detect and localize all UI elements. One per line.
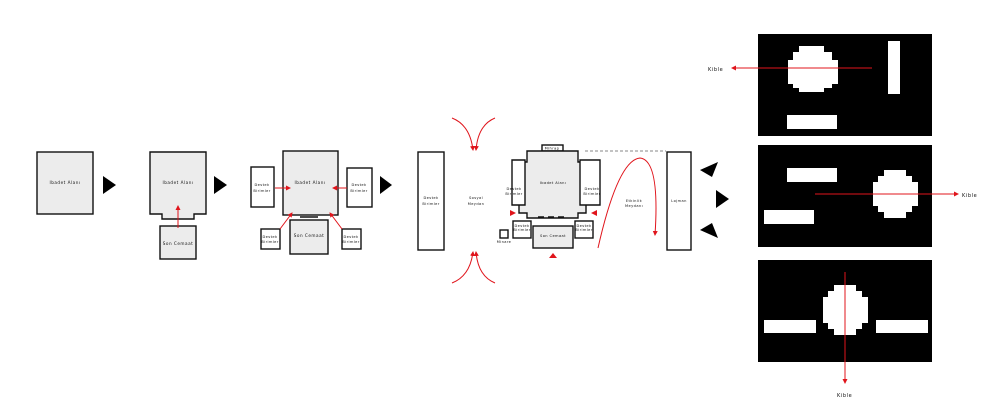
red-tick-3 — [549, 253, 557, 258]
destek-bl-4 — [512, 220, 532, 239]
son-cemaat-box-3 — [289, 219, 329, 255]
panel-2-bar-bottom — [764, 210, 814, 224]
sosyal-label-a: Sosyal — [469, 196, 483, 200]
stage-1: Ibadet Alanı — [36, 151, 116, 215]
destek-tall-4 — [417, 151, 445, 251]
panel-3-kible-label: Kible — [837, 393, 852, 399]
panel-1-kible-label: Kible — [708, 67, 723, 73]
ibadet-alani-label-1: Ibadet Alanı — [49, 180, 80, 185]
destek-right-3 — [346, 167, 373, 208]
etkinlik-arrow — [597, 157, 658, 249]
arrow-br-3 — [329, 212, 343, 230]
destek-left4-label-a: Destek — [507, 187, 522, 191]
panel-2-kible-label: Kible — [962, 193, 977, 199]
step-arrow-3 — [380, 176, 392, 194]
destek-tall-label-b: Birimler — [422, 202, 439, 206]
arrow-bl-3 — [279, 212, 293, 230]
destek-right4-label-a: Destek — [585, 187, 600, 191]
minare-label: Minare — [497, 240, 512, 244]
lojman-box — [666, 151, 692, 251]
panel-1-bg — [758, 34, 932, 136]
ibadet-alani-box-1 — [36, 151, 94, 215]
son-cemaat-label-4: Son Cemaat — [540, 234, 566, 238]
sosyal-arrow-br — [473, 251, 496, 284]
etkinlik-label-a: Etkinlik — [626, 199, 643, 203]
step-arrow-2 — [214, 176, 227, 194]
mihrap-label: Mihrap — [545, 147, 560, 151]
destek-bl-label-a: Destek — [263, 235, 278, 239]
wedge-bottom — [700, 223, 718, 238]
stage-3: Ibadet Alanı Destek Birimler Destek Biri… — [250, 150, 392, 255]
stage-4: Destek Birimler Sosyal Meydan Mihrap Iba… — [417, 117, 729, 284]
destek-left-3 — [250, 166, 275, 208]
panel-1-bar-h — [787, 115, 837, 129]
step-arrow-1 — [103, 176, 116, 194]
destek-bl4-label-b: Birimler — [513, 228, 530, 232]
ibadet-alani-box-2 — [149, 151, 207, 220]
destek-left-4 — [511, 159, 526, 206]
destek-tall-label-a: Destek — [424, 196, 439, 200]
wedge-top — [700, 162, 718, 177]
panel-2-bar-top — [787, 168, 837, 182]
son-cemaat-box-4 — [532, 225, 574, 249]
sosyal-arrow-tl — [451, 117, 476, 151]
destek-right-4 — [579, 159, 601, 206]
destek-br-label-a: Destek — [344, 235, 359, 239]
sosyal-arrow-tr — [473, 117, 496, 151]
ibadet-alani-label-3: Ibadet Alanı — [294, 180, 325, 185]
destek-br-label-b: Birimler — [342, 240, 359, 244]
sosyal-label-b: Meydan — [468, 202, 485, 206]
destek-right4-label-b: Birimler — [583, 192, 600, 196]
destek-br4-label-b: Birimler — [575, 228, 592, 232]
step-arrow-4 — [716, 190, 729, 208]
destek-right-label-b: Birimler — [350, 189, 367, 193]
red-tick-1 — [510, 210, 516, 216]
panel-3-bar-right — [876, 320, 928, 333]
kible-panel-1: Kible — [708, 34, 932, 136]
panel-1-dome — [788, 46, 838, 92]
destek-bl-label-b: Birimler — [261, 240, 278, 244]
red-tick-2 — [591, 210, 597, 216]
destek-br-4 — [574, 220, 594, 239]
destek-br4-label-a: Destek — [577, 224, 592, 228]
sosyal-arrow-bl — [451, 251, 475, 284]
lojman-label: Lojman — [671, 199, 687, 203]
minare-box — [499, 229, 509, 239]
ibadet-alani-label-4: Ibadet Alanı — [540, 181, 566, 185]
panel-3-bar-left — [764, 320, 816, 333]
destek-br-3 — [341, 228, 362, 250]
son-cemaat-label-3: Son Cemaat — [294, 233, 325, 238]
destek-left-label-b: Birimler — [253, 189, 270, 193]
destek-left-label-a: Destek — [255, 183, 270, 187]
panel-1-bar-v — [888, 41, 900, 94]
destek-right-label-a: Destek — [352, 183, 367, 187]
ibadet-alani-label-2: Ibadet Alanı — [162, 180, 193, 185]
son-cemaat-label-2: Son Cemaat — [163, 241, 194, 246]
ibadet-alani-box-3 — [282, 150, 339, 216]
son-cemaat-box-2 — [159, 225, 197, 260]
kible-panel-3: Kible — [758, 260, 932, 399]
destek-bl-3 — [260, 228, 281, 250]
destek-left4-label-b: Birimler — [505, 192, 522, 196]
destek-bl4-label-a: Destek — [515, 224, 530, 228]
etkinlik-label-b: Meydanı — [625, 204, 643, 208]
kible-panel-2: Kible — [758, 145, 977, 247]
stage-2: Ibadet Alanı Son Cemaat — [149, 151, 227, 260]
